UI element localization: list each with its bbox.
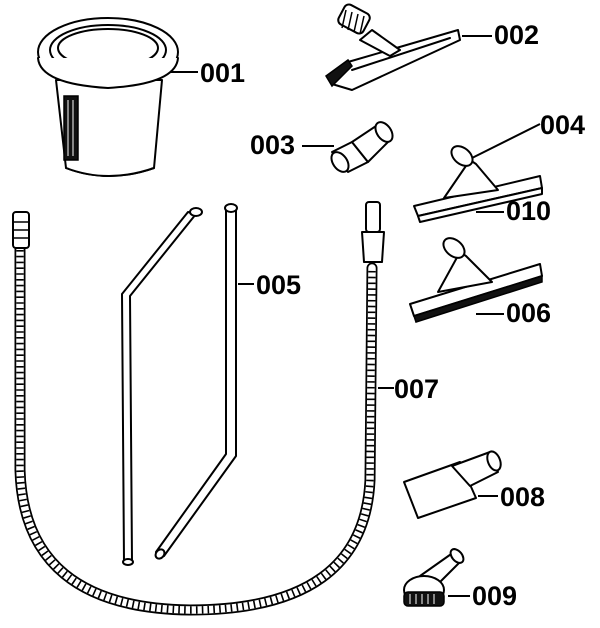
part-005-extension-wands: [121, 203, 238, 566]
callout-001: 001: [200, 58, 245, 88]
part-006-brush-floor-tool: [409, 237, 543, 323]
callout-004: 004: [540, 110, 585, 140]
callout-002: 002: [494, 20, 539, 50]
callout-009: 009: [472, 581, 517, 611]
filter-label-patch: [63, 95, 79, 161]
part-007-hose: [12, 201, 385, 616]
part-008-upholstery-nozzle: [403, 450, 502, 519]
callout-008: 008: [500, 482, 545, 512]
callout-006: 006: [506, 298, 551, 328]
callout-007: 007: [394, 374, 439, 404]
callout-005: 005: [256, 270, 301, 300]
part-010-floor-tool: [413, 145, 543, 223]
part-003-adapter: [330, 121, 394, 173]
callout-010: 010: [506, 196, 551, 226]
part-001-filter-bucket: [37, 17, 179, 177]
part-009-dusting-brush: [403, 548, 465, 607]
part-002-floor-squeegee: [325, 3, 461, 91]
callout-003: 003: [250, 130, 295, 160]
